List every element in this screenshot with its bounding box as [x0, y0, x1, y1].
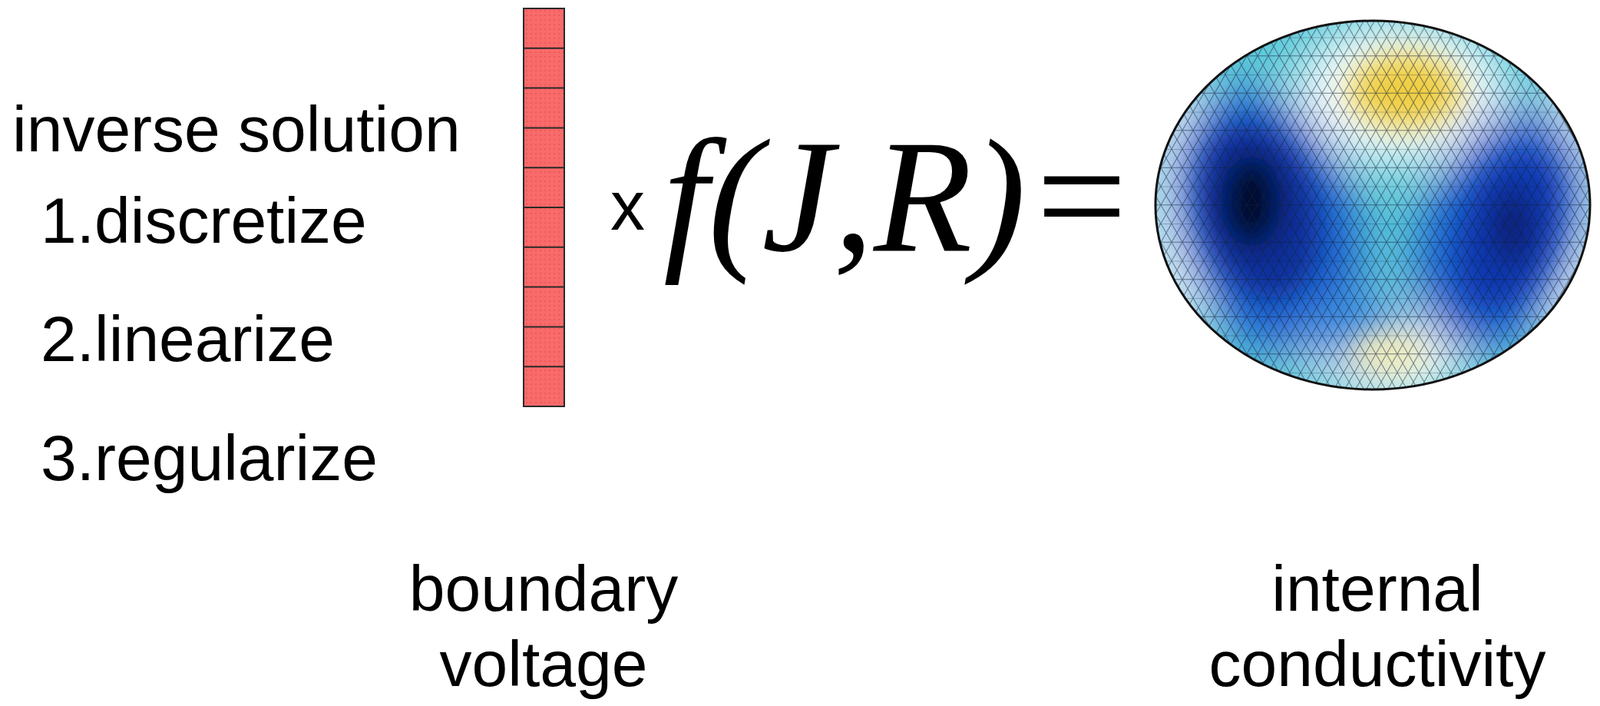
formula-text: f(J,R)= [663, 103, 1135, 288]
step-text: 3.regularize [40, 419, 378, 496]
caption-label: boundary voltage [382, 550, 705, 701]
step-text: 2.linearize [40, 300, 335, 377]
conductivity-map [1141, 15, 1600, 400]
column-body [523, 8, 565, 407]
domain-outline [1155, 20, 1591, 390]
step-text: 1.discretize [40, 181, 367, 259]
column-cells [523, 48, 565, 367]
voltage-column [523, 8, 565, 407]
operator-text: x [610, 164, 645, 248]
caption-label: internal conductivity [1177, 550, 1577, 701]
heading-text: inverse solution [12, 90, 461, 168]
